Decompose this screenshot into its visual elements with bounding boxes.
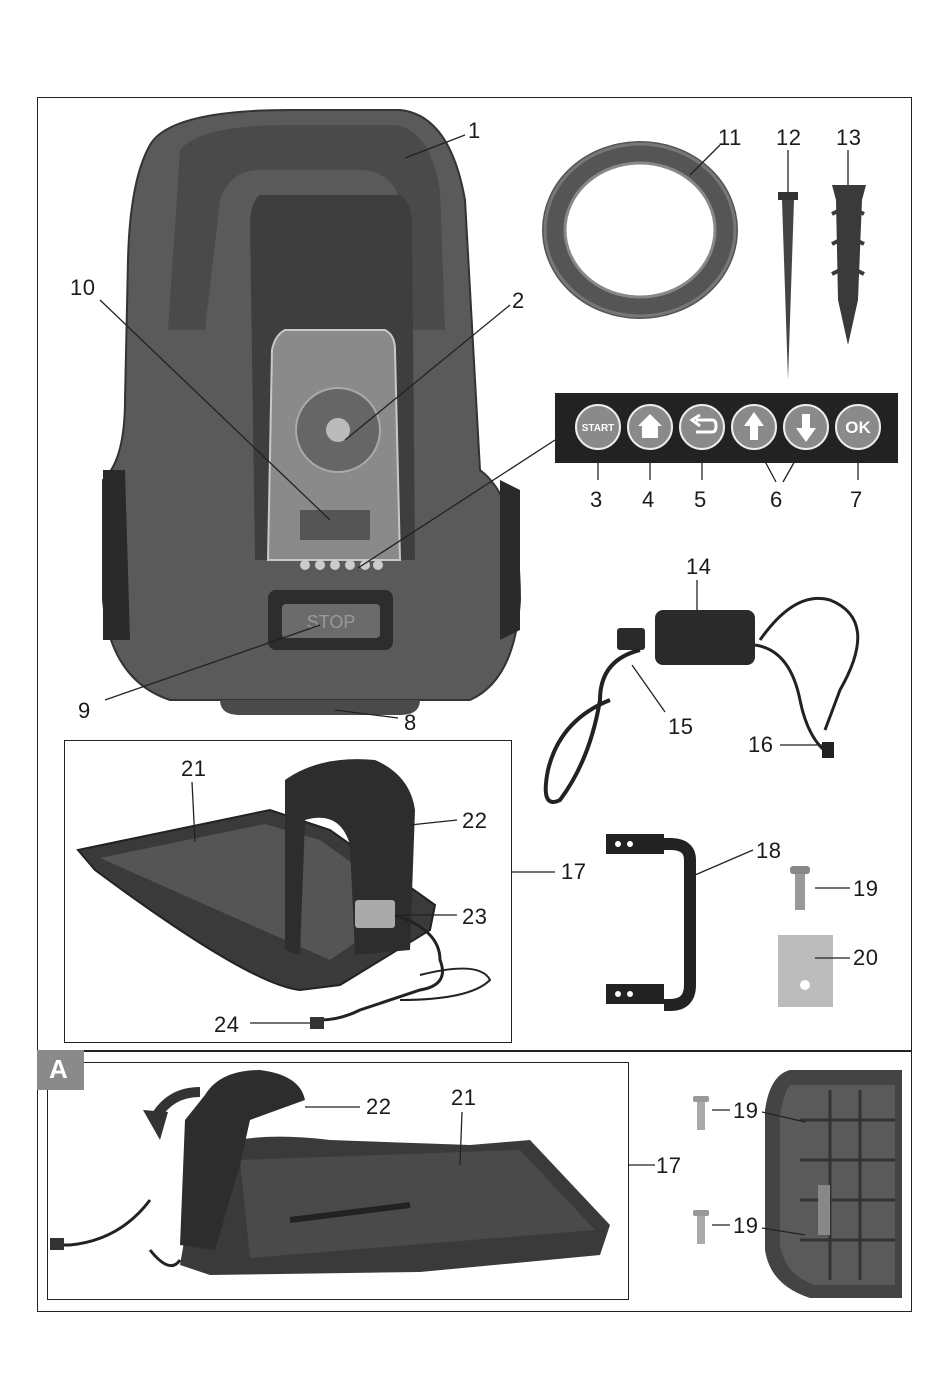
callout-6: 6 [770, 489, 783, 511]
peg-13 [832, 150, 866, 345]
callout-17: 17 [561, 861, 586, 883]
handle [606, 834, 753, 1005]
section-a-callout-22: 22 [366, 1096, 391, 1118]
screw-19-a [693, 1096, 709, 1130]
robot-mower: STOP [103, 110, 520, 715]
callout-8: 8 [404, 712, 417, 734]
callout-4: 4 [642, 489, 655, 511]
boundary-wire-coil [545, 144, 735, 316]
callout-7: 7 [850, 489, 863, 511]
screw-19-b [693, 1210, 709, 1244]
callout-19: 19 [853, 878, 878, 900]
stop-button-label: STOP [307, 612, 356, 632]
section-a-callout-19-top: 19 [733, 1100, 758, 1122]
start-button-label: START [582, 423, 615, 434]
callout-13: 13 [836, 127, 861, 149]
screw-19 [790, 866, 850, 910]
ok-button-label: OK [845, 418, 871, 437]
section-a-tag-label: A [49, 1058, 68, 1080]
callout-24: 24 [214, 1014, 239, 1036]
callout-16: 16 [748, 734, 773, 756]
callout-15: 15 [668, 716, 693, 738]
blade-20 [778, 935, 850, 1007]
callout-10: 10 [70, 277, 95, 299]
callout-12: 12 [776, 127, 801, 149]
callout-14: 14 [686, 556, 711, 578]
section-a-callout-21: 21 [451, 1087, 476, 1109]
section-a-callout-17: 17 [656, 1155, 681, 1177]
callout-3: 3 [590, 489, 603, 511]
docking-station-assembly [50, 1070, 610, 1275]
power-adapter [546, 598, 858, 802]
callout-1: 1 [468, 120, 481, 142]
control-panel: START OK [555, 393, 898, 463]
callout-18: 18 [756, 840, 781, 862]
callout-20: 20 [853, 947, 878, 969]
callout-9: 9 [78, 700, 91, 722]
mower-underside-closeup [765, 1070, 902, 1298]
callout-11: 11 [718, 127, 742, 149]
section-a-callout-19-bottom: 19 [733, 1215, 758, 1237]
callout-5: 5 [694, 489, 707, 511]
callout-2: 2 [512, 290, 525, 312]
callout-21: 21 [181, 758, 206, 780]
callout-22: 22 [462, 810, 487, 832]
peg-12 [778, 150, 798, 380]
docking-station [78, 759, 490, 1029]
callout-23: 23 [462, 906, 487, 928]
